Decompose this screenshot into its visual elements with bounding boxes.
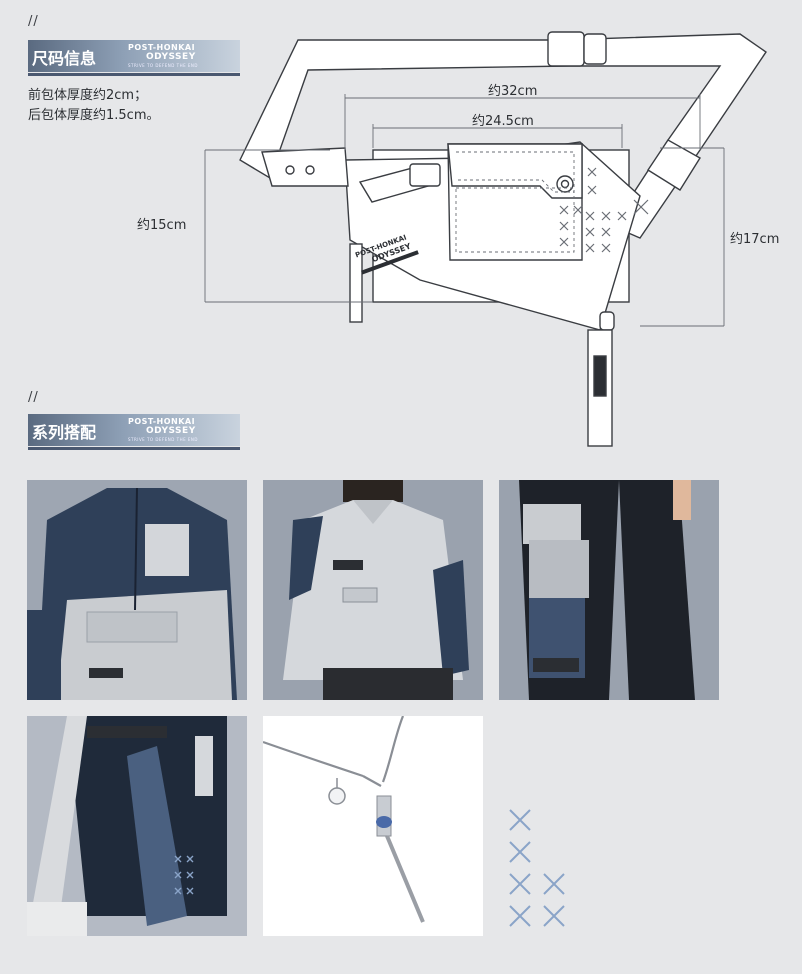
- brand-logo-line3: STRIVE TO DEFEND THE END: [128, 63, 198, 68]
- section-underline: [28, 73, 240, 76]
- brand-logo-line1: POST-HONKAI: [128, 43, 196, 52]
- decorative-x-pattern: [509, 809, 565, 927]
- dimension-width-front: 约24.5cm: [472, 114, 534, 129]
- photo-necklace: [263, 716, 483, 936]
- section-underline: [28, 447, 240, 450]
- photo-skirt: [27, 716, 247, 936]
- section-title: 尺码信息: [32, 49, 97, 68]
- strap-buckle: [547, 31, 585, 67]
- brand-logo-line2: ODYSSEY: [146, 426, 196, 436]
- thickness-note-front: 前包体厚度约2cm；: [28, 88, 148, 103]
- thickness-note-back: 后包体厚度约1.5cm。: [28, 108, 160, 123]
- section-marker: //: [28, 390, 39, 405]
- photo-shirt: [263, 480, 483, 700]
- photo-pants-bag: [499, 480, 719, 700]
- dimension-height-left: 约15cm: [137, 218, 187, 233]
- left-tab: [349, 243, 363, 323]
- dimension-height-right: 约17cm: [730, 232, 780, 247]
- brand-logo-line3: STRIVE TO DEFEND THE END: [128, 437, 198, 442]
- dimension-width-total: 约32cm: [488, 84, 538, 99]
- section-marker: //: [28, 14, 39, 29]
- photo-jacket: [27, 480, 247, 700]
- brand-logo-line2: ODYSSEY: [146, 52, 196, 62]
- section-header-size-info: 尺码信息 POST-HONKAI ODYSSEY STRIVE TO DEFEN…: [28, 40, 240, 76]
- bag-size-diagram: POST-HONKAI ODYSSEY: [204, 31, 767, 447]
- section-title: 系列搭配: [32, 423, 97, 442]
- brand-logo-line1: POST-HONKAI: [128, 417, 196, 426]
- section-header-coordination: 系列搭配 POST-HONKAI ODYSSEY STRIVE TO DEFEN…: [28, 414, 240, 450]
